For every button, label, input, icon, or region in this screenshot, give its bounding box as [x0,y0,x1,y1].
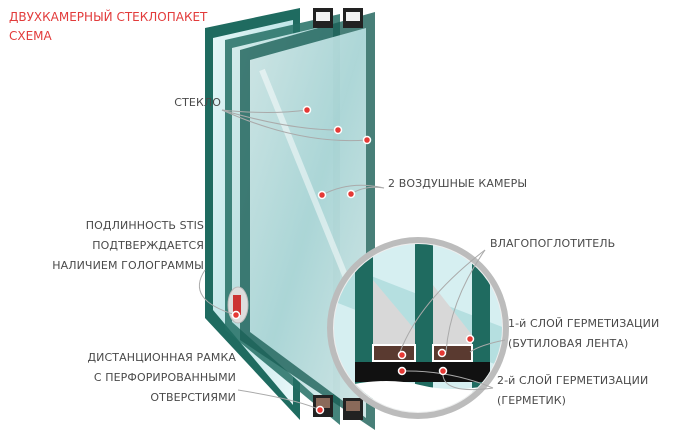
label-authenticity-line-1: ПОДЛИННОСТЬ STIS [85,219,204,232]
label-desiccant: ВЛАГОПОГЛОТИТЕЛЬ [490,237,616,250]
spacer-frame-top [313,8,363,420]
diagram-title: ДВУХКАМЕРНЫЙ СТЕКЛОПАКЕТ СХЕМА [9,8,207,46]
label-air-chambers: 2 ВОЗДУШНЫЕ КАМЕРЫ [388,177,528,190]
leader-lines [199,109,506,411]
label-spacer-line-1: ДИСТАНЦИОННАЯ РАМКА [87,351,236,364]
label-authenticity-line-2: ПОДТВЕРЖДАЕТСЯ [92,239,204,252]
title-line-1: ДВУХКАМЕРНЫЙ СТЕКЛОПАКЕТ [9,10,208,24]
marker-dots [231,105,475,415]
label-seal-2: 2-й СЛОЙ ГЕРМЕТИЗАЦИИ (ГЕРМЕТИК) [497,371,648,411]
label-spacer-line-3: ОТВЕРСТИЯМИ [150,391,236,404]
label-seal-2-line-1: 2-й СЛОЙ ГЕРМЕТИЗАЦИИ [497,374,649,387]
magnifier-detail [327,237,509,419]
title-line-2: СХЕМА [9,29,52,43]
label-authenticity-line-3: НАЛИЧИЕМ ГОЛОГРАММЫ [52,259,204,272]
label-seal-1-line-2: (БУТИЛОВАЯ ЛЕНТА) [508,337,629,350]
label-seal-1-line-1: 1-й СЛОЙ ГЕРМЕТИЗАЦИИ [508,317,660,330]
label-glass: СТЕКЛО [174,96,221,109]
label-seal-1: 1-й СЛОЙ ГЕРМЕТИЗАЦИИ (БУТИЛОВАЯ ЛЕНТА) [508,314,659,354]
label-spacer-line-2: С ПЕРФОРИРОВАННЫМИ [93,371,236,384]
label-authenticity: ПОДЛИННОСТЬ STIS ПОДТВЕРЖДАЕТСЯ НАЛИЧИЕМ… [52,216,204,276]
label-seal-2-line-2: (ГЕРМЕТИК) [497,394,567,407]
label-spacer: ДИСТАНЦИОННАЯ РАМКА С ПЕРФОРИРОВАННЫМИ О… [87,348,236,408]
